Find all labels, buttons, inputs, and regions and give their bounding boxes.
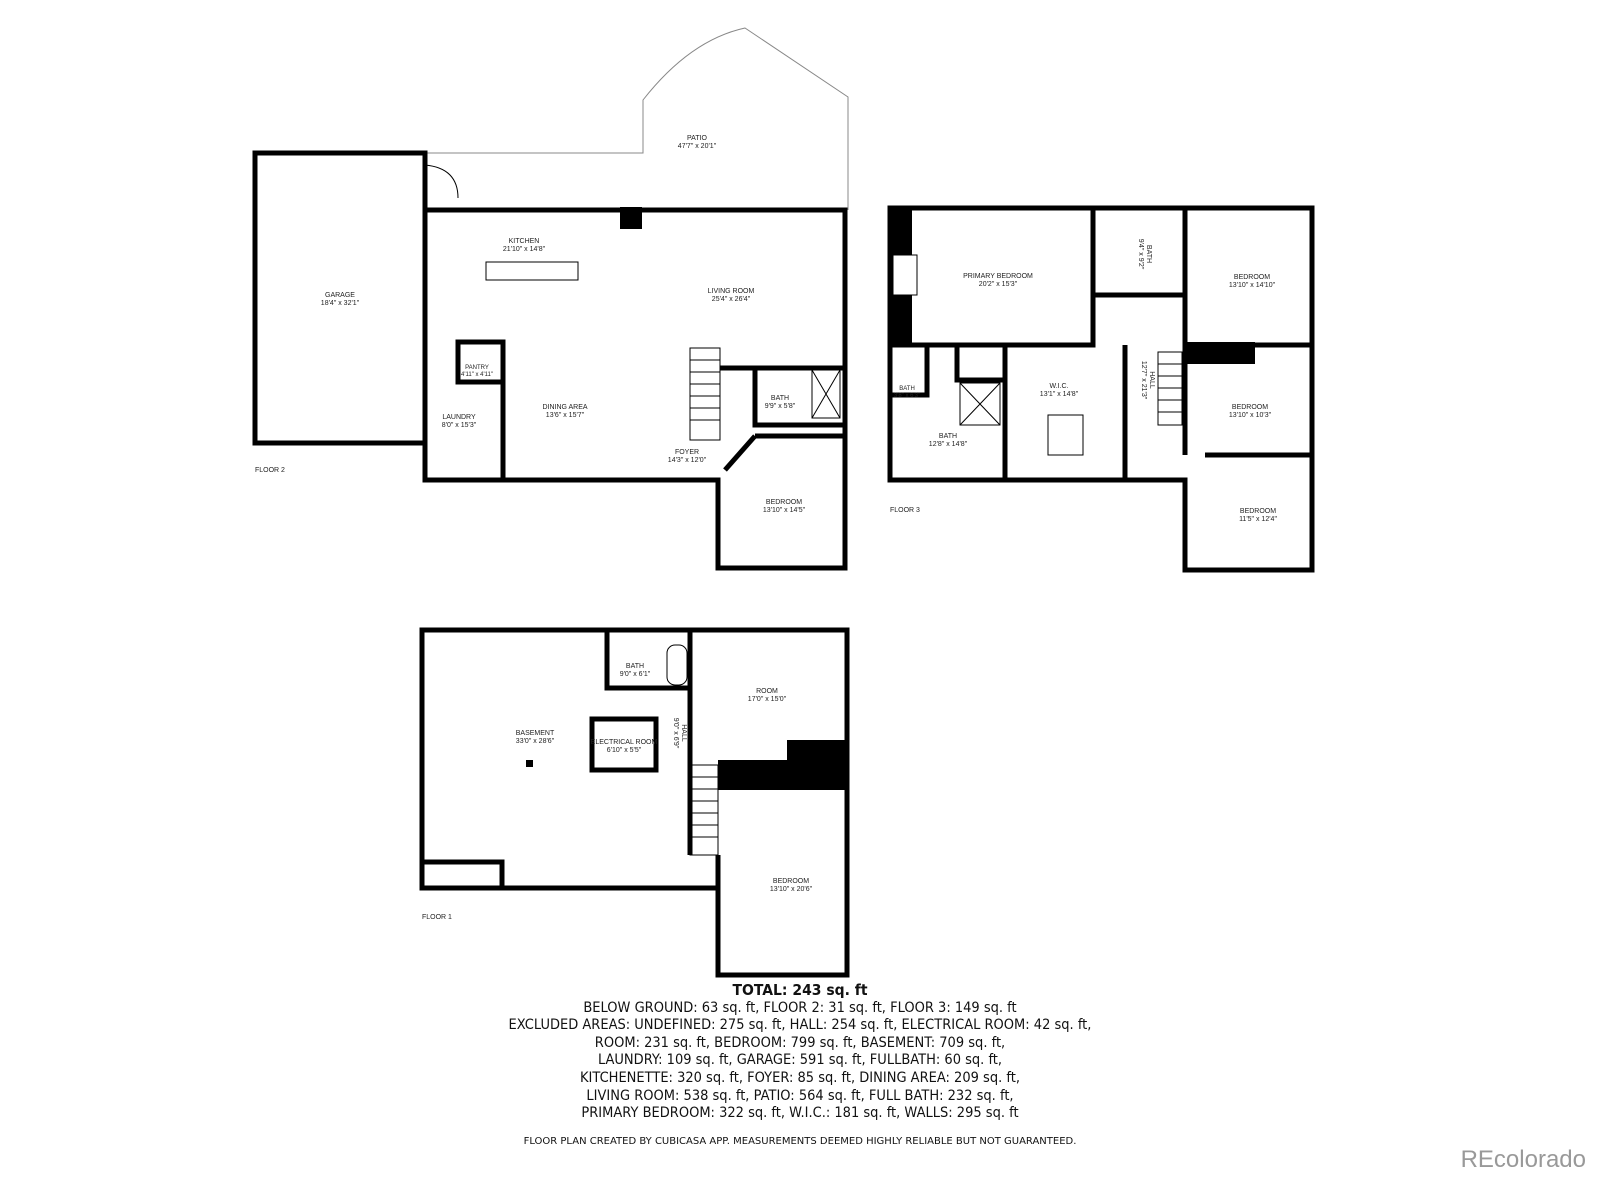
room-label: 13'6" x 15'7" xyxy=(546,412,585,419)
room-label: LIVING ROOM xyxy=(708,288,755,295)
room-label: ROOM xyxy=(756,688,778,695)
recolorado-logo: REcolorado xyxy=(1460,1146,1586,1173)
floor-3-walls xyxy=(887,205,1315,573)
room-label: HALL xyxy=(680,724,687,742)
room-label: 18'4" x 32'1" xyxy=(321,300,360,307)
pantry-walls xyxy=(455,339,506,385)
stairs xyxy=(689,764,719,856)
room-label: 9'4" x 9'2" xyxy=(1137,239,1144,270)
floor-2-label: FLOOR 2 xyxy=(255,467,285,474)
room-label: 25'4" x 26'4" xyxy=(712,296,751,303)
wall-block xyxy=(787,740,847,762)
room-label: 12'8" x 14'8" xyxy=(929,441,968,448)
room-label: 9'0" x 6'9" xyxy=(672,718,679,749)
room-label: HALL xyxy=(1148,371,1155,389)
shower xyxy=(811,369,841,419)
room-label: BATH xyxy=(771,395,789,402)
room-label: 47'7" x 20'1" xyxy=(678,143,717,150)
room-label: BEDROOM xyxy=(1232,404,1268,411)
summary-line: EXCLUDED AREAS: UNDEFINED: 275 sq. ft, H… xyxy=(508,1017,1092,1034)
door-swing xyxy=(424,164,459,199)
wic-island xyxy=(1047,414,1084,456)
room-label: 6'10" x 5'5" xyxy=(607,747,642,754)
room-label: BATH xyxy=(939,433,957,440)
room-label: 3'8" x 6'3" xyxy=(894,393,920,399)
room-label: BATH xyxy=(626,663,644,670)
room-label: LAUNDRY xyxy=(442,414,476,421)
room-label: PATIO xyxy=(687,135,708,142)
kitchen-island xyxy=(485,261,579,281)
patio-outline xyxy=(425,27,849,210)
room-label: BATH xyxy=(1145,245,1152,263)
floor-1-interior-walls xyxy=(422,630,721,888)
room-label: W.I.C. xyxy=(1049,383,1068,390)
room-label: BEDROOM xyxy=(773,878,809,885)
floor-1-label: FLOOR 1 xyxy=(422,914,452,921)
room-label: 11'5" x 12'4" xyxy=(1239,516,1277,523)
floor-1-walls xyxy=(419,627,850,978)
room-label: 8'0" x 15'3" xyxy=(442,422,477,429)
room-label: BASEMENT xyxy=(516,730,555,737)
stairs xyxy=(1157,351,1183,426)
main-walls xyxy=(422,207,848,571)
summary-line: LAUNDRY: 109 sq. ft, GARAGE: 591 sq. ft,… xyxy=(597,1052,1003,1069)
room-label: FOYER xyxy=(675,449,699,456)
summary-line: LIVING ROOM: 538 sq. ft, PATIO: 564 sq. … xyxy=(586,1087,1014,1104)
wall-block xyxy=(1185,342,1255,364)
fireplace xyxy=(892,254,918,296)
room-label: KITCHEN xyxy=(509,238,540,245)
room-label: 21'10" x 14'8" xyxy=(503,246,546,253)
room-label: 13'10" x 10'3" xyxy=(1229,412,1272,419)
bathtub xyxy=(666,644,688,686)
room-label: BEDROOM xyxy=(1240,508,1276,515)
summary-line: ROOM: 231 sq. ft, BEDROOM: 799 sq. ft, B… xyxy=(594,1034,1006,1051)
summary-line: KITCHENETTE: 320 sq. ft, FOYER: 85 sq. f… xyxy=(579,1069,1020,1086)
room-label: 13'1" x 14'8" xyxy=(1040,391,1079,398)
room-label: DINING AREA xyxy=(542,404,587,411)
room-label: 12'7" x 21'3" xyxy=(1140,361,1147,400)
total-area: TOTAL: 243 sq. ft xyxy=(732,981,868,999)
room-label: 9'9" x 5'8" xyxy=(765,403,796,410)
room-label: 9'0" x 6'1" xyxy=(620,671,651,678)
room-label: BEDROOM xyxy=(1234,274,1270,281)
disclaimer: FLOOR PLAN CREATED BY CUBICASA APP. MEAS… xyxy=(523,1136,1077,1147)
room-label: 33'0" x 28'6" xyxy=(516,738,555,745)
area-summary: TOTAL: 243 sq. ft BELOW GROUND: 63 sq. f… xyxy=(56,981,1544,1123)
stairs xyxy=(689,347,721,441)
wall-block xyxy=(718,760,847,790)
room-label: 13'10" x 20'6" xyxy=(770,886,813,893)
bath-walls xyxy=(720,365,845,472)
room-label: 4'11" x 4'11" xyxy=(461,372,493,378)
room-label: 20'2" x 15'3" xyxy=(979,281,1018,288)
shower xyxy=(959,382,1001,426)
floor-3-label: FLOOR 3 xyxy=(890,507,920,514)
room-label: 13'10" x 14'5" xyxy=(763,507,806,514)
room-label: 14'3" x 12'0" xyxy=(668,457,707,464)
room-label: PRIMARY BEDROOM xyxy=(963,273,1033,280)
room-label: 13'10" x 14'10" xyxy=(1229,282,1276,289)
room-label: 17'0" x 15'0" xyxy=(748,696,787,703)
column xyxy=(526,760,533,767)
summary-line: BELOW GROUND: 63 sq. ft, FLOOR 2: 31 sq.… xyxy=(583,999,1017,1016)
room-label: BEDROOM xyxy=(766,499,802,506)
room-label: GARAGE xyxy=(325,292,355,299)
room-label: PANTRY xyxy=(465,365,489,371)
summary-line: PRIMARY BEDROOM: 322 sq. ft, W.I.C.: 181… xyxy=(581,1105,1019,1122)
room-label: ELECTRICAL ROOM xyxy=(591,739,658,746)
chimney xyxy=(620,207,642,229)
electrical-room-walls xyxy=(589,716,659,773)
room-label: BATH xyxy=(899,386,915,392)
